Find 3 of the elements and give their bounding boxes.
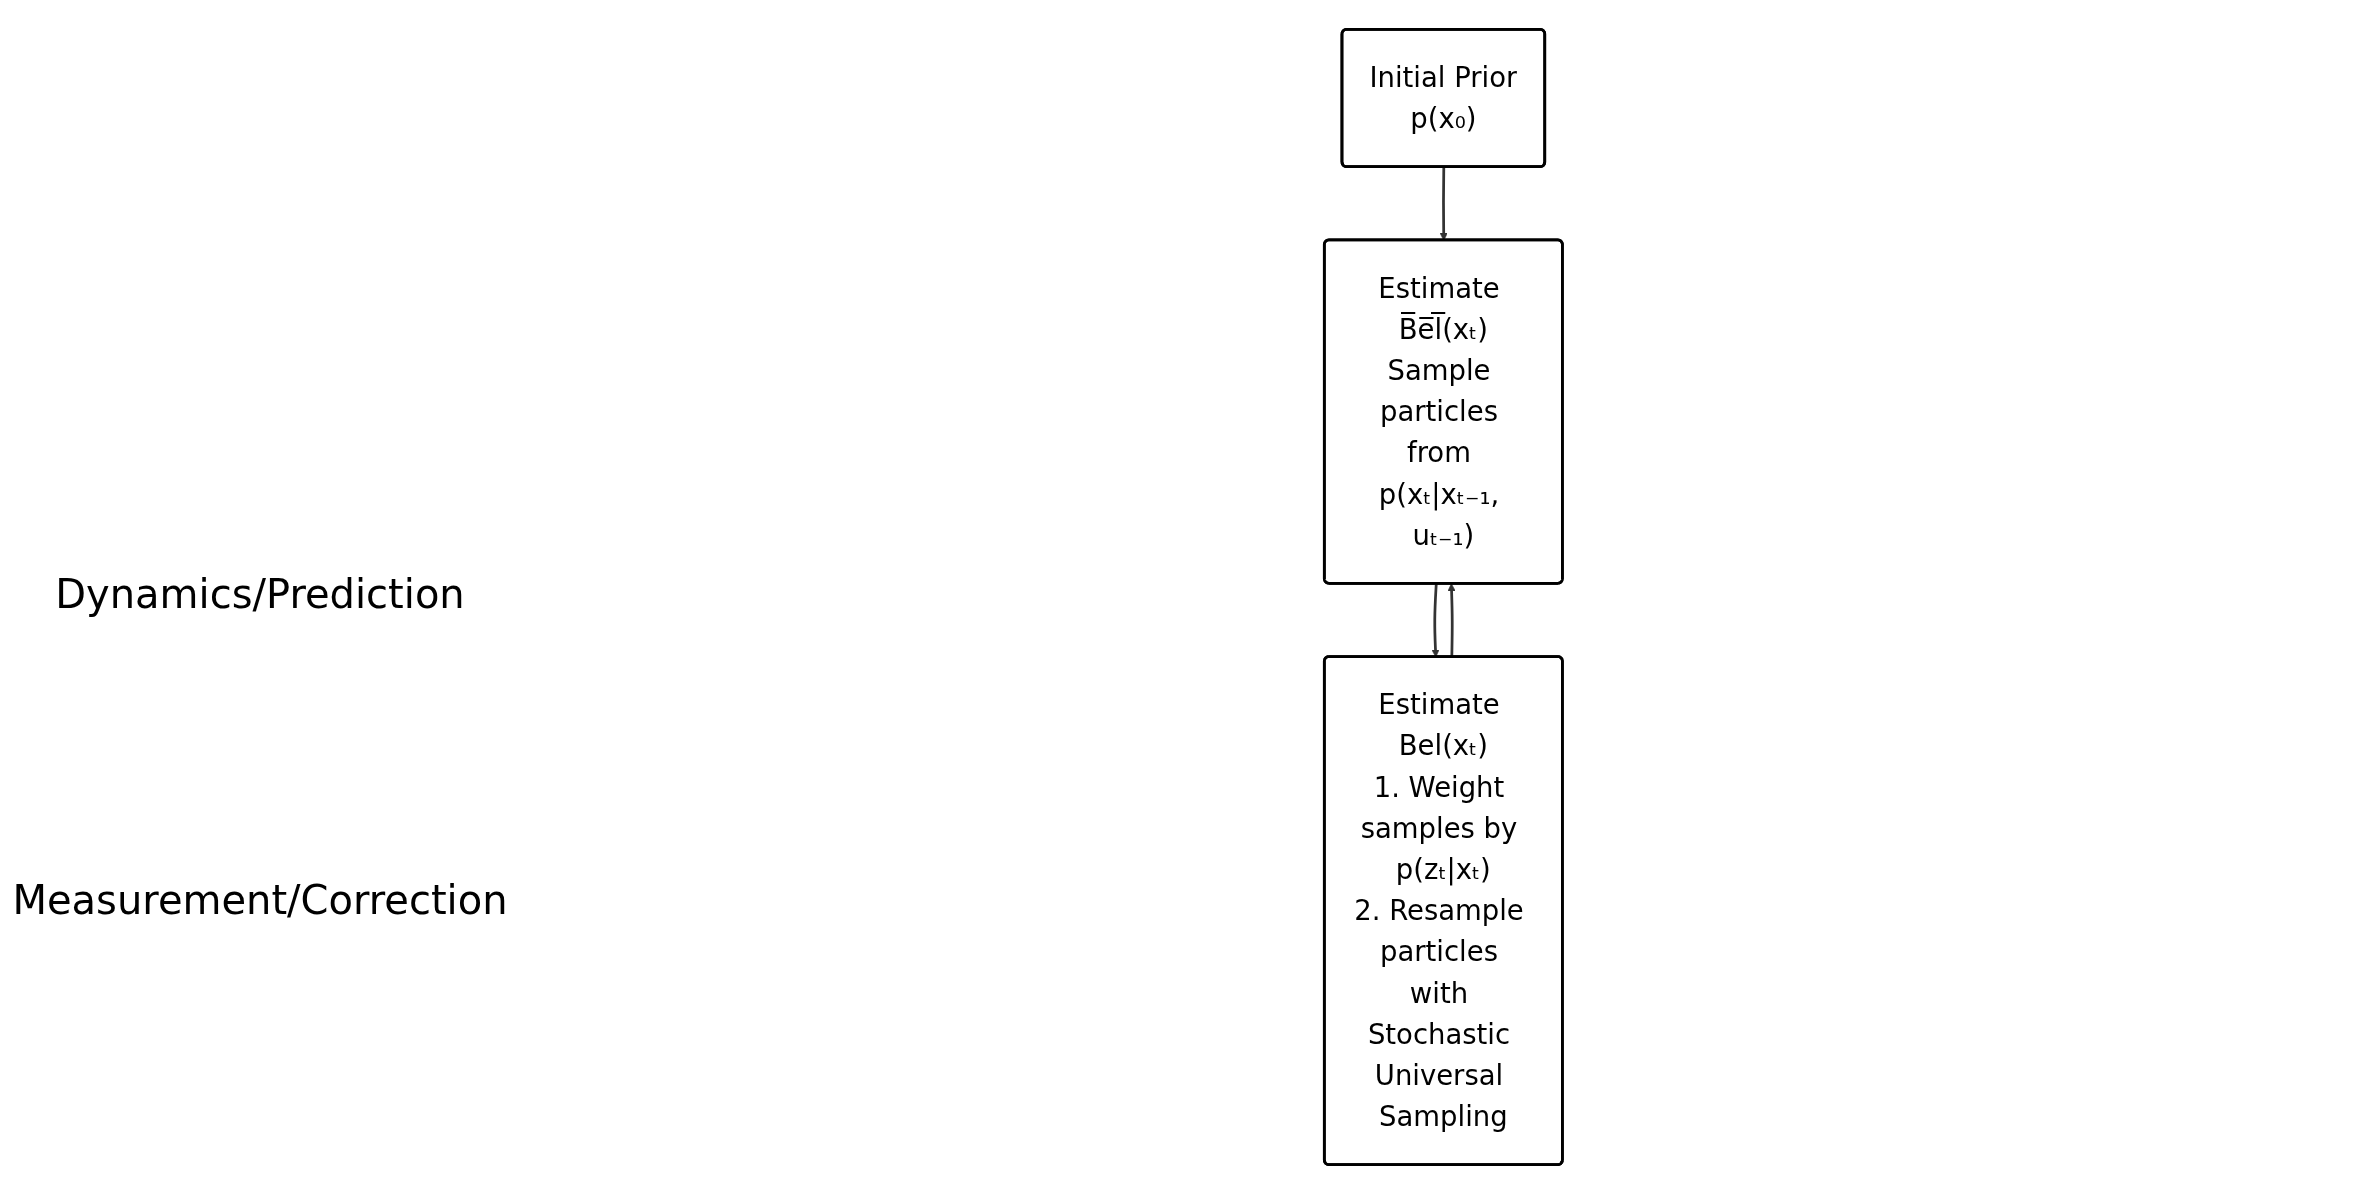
arrow <box>1447 583 1456 657</box>
stage-label: Dynamics/Prediction <box>54 571 466 617</box>
stage-label: Measurement/Correction <box>11 877 509 923</box>
